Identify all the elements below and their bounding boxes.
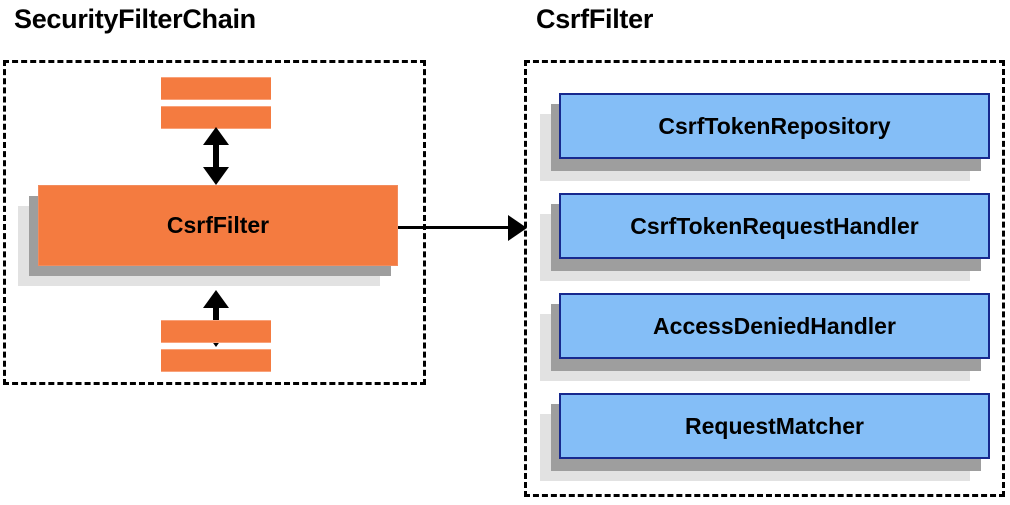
csrffilter-detail-arrow-head — [508, 215, 527, 241]
component-box-label: RequestMatcher — [685, 412, 864, 439]
component-box-face[interactable]: CsrfTokenRequestHandler — [559, 193, 990, 259]
filter-stub-bottom-1 — [161, 320, 271, 343]
page-title-security-filter-chain: SecurityFilterChain — [14, 4, 256, 34]
page-title-csrf-filter: CsrfFilter — [536, 4, 654, 34]
csrffilter-box[interactable]: CsrfFilter — [18, 185, 398, 286]
arrow-bottom-shaft — [213, 305, 219, 333]
component-box-face[interactable]: AccessDeniedHandler — [559, 293, 990, 359]
csrf-filter-panel — [524, 60, 1005, 497]
component-box-access-denied-handler[interactable]: AccessDeniedHandler — [540, 293, 990, 381]
arrow-bottom-head-up — [203, 290, 229, 308]
csrffilter-detail-arrow-shaft — [398, 226, 515, 229]
component-box-label: CsrfTokenRequestHandler — [630, 212, 919, 239]
component-box-face[interactable]: CsrfTokenRepository — [559, 93, 990, 159]
component-box-request-matcher[interactable]: RequestMatcher — [540, 393, 990, 481]
filter-stub-top-1 — [161, 77, 271, 100]
arrow-top-head-down — [203, 167, 229, 185]
filter-stub-top-2 — [161, 106, 271, 129]
csrffilter-box-label: CsrfFilter — [166, 212, 270, 238]
csrffilter-box-face[interactable]: CsrfFilter — [38, 185, 398, 266]
arrow-top-head-up — [203, 127, 229, 145]
component-box-csrf-token-repository[interactable]: CsrfTokenRepository — [540, 93, 990, 181]
component-box-csrf-token-request-handler[interactable]: CsrfTokenRequestHandler — [540, 193, 990, 281]
arrow-top-shaft — [213, 142, 219, 171]
component-box-label: CsrfTokenRepository — [658, 112, 891, 139]
component-box-face[interactable]: RequestMatcher — [559, 393, 990, 459]
security-filter-chain-panel — [3, 60, 426, 385]
component-box-label: AccessDeniedHandler — [653, 312, 896, 339]
filter-stub-bottom-2 — [161, 349, 271, 372]
